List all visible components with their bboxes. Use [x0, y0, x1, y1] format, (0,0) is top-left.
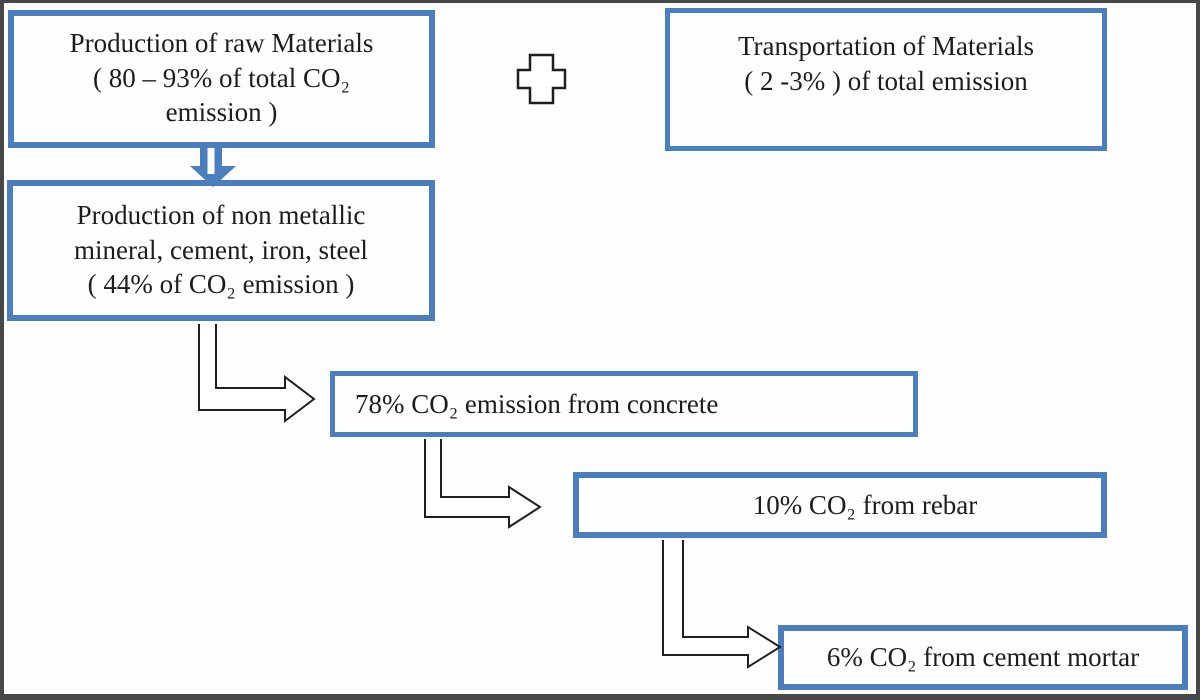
box-text-line: emission ) — [165, 97, 278, 127]
box-text-line: 6% CO₂ from cement mortar — [826, 642, 1140, 672]
box-text-line: ( 2 -3% ) of total emission — [744, 65, 1028, 96]
box-text-line: ( 80 – 93% of total CO₂ — [93, 62, 350, 93]
box-concrete-emission: 78% CO₂ emission from concrete — [330, 371, 918, 437]
box-text-line: mineral, cement, iron, steel — [74, 234, 368, 265]
box-production-raw-materials: Production of raw Materials ( 80 – 93% o… — [8, 10, 435, 148]
box-text-line: Production of non metallic — [76, 200, 366, 230]
box-text-line: Production of raw Materials — [69, 28, 374, 58]
box-text-line: 78% CO₂ emission from concrete — [355, 388, 719, 419]
box-cement-mortar-emission: 6% CO₂ from cement mortar — [778, 625, 1188, 690]
box-transportation-of-materials: Transportation of Materials ( 2 -3% ) of… — [665, 8, 1107, 151]
box-production-non-metallic: Production of non metallic mineral, ceme… — [7, 180, 435, 321]
box-text-line: 10% CO₂ from rebar — [752, 489, 978, 520]
box-text-line: Transportation of Materials — [738, 31, 1034, 61]
box-rebar-emission: 10% CO₂ from rebar — [573, 472, 1107, 538]
box-text-line: ( 44% of CO₂ emission ) — [87, 269, 355, 299]
